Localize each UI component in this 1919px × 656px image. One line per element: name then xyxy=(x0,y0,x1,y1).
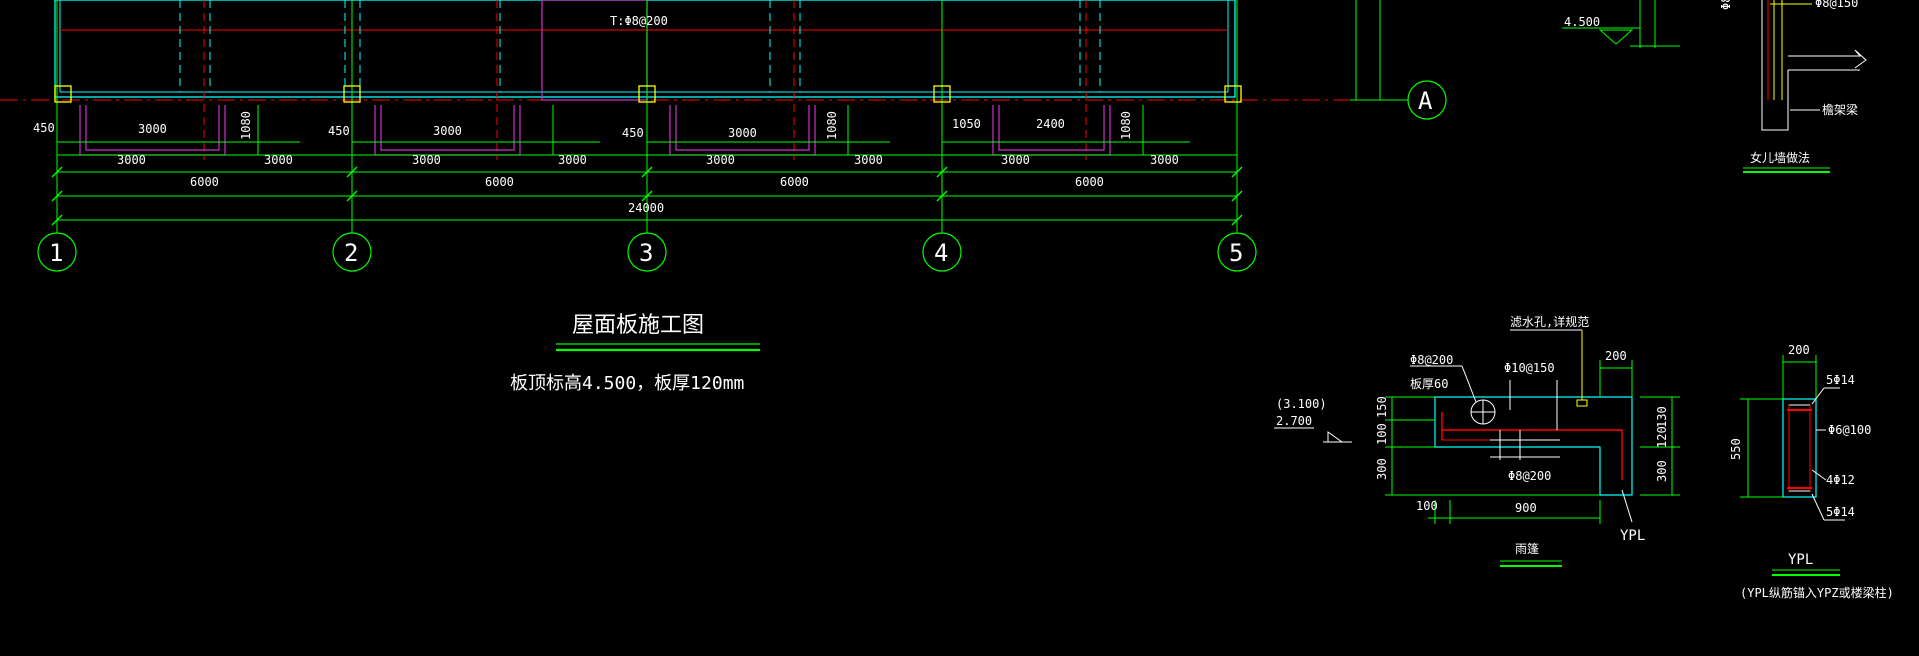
dim-3000: 3000 xyxy=(117,153,146,167)
ypl-height: 550 xyxy=(1729,438,1743,460)
plan-title: 屋面板施工图 xyxy=(572,313,704,338)
dim-1050: 1050 xyxy=(952,117,981,131)
dim-3000: 3000 xyxy=(138,122,167,136)
dim-100: 100 xyxy=(1375,423,1389,445)
dim-1080: 1080 xyxy=(1119,111,1133,140)
total-dim: 24000 xyxy=(628,201,664,215)
ypl-subtitle: (YPL纵筋锚入YPZ或楼梁柱) xyxy=(1740,585,1894,600)
rebar-label-2: Φ10@150 xyxy=(1504,361,1555,375)
dim-3000: 3000 xyxy=(264,153,293,167)
rebar-label-1: Φ8@200 xyxy=(1410,353,1453,367)
dim-2400: 2400 xyxy=(1036,117,1065,131)
dim-150: 150 xyxy=(1375,396,1389,418)
dim-900: 900 xyxy=(1515,501,1537,515)
slab-thickness: 板厚60 xyxy=(1410,377,1448,391)
ypl-dim-200: 200 xyxy=(1788,343,1810,357)
dim-300: 300 xyxy=(1375,458,1389,480)
dim-3000: 3000 xyxy=(433,124,462,138)
bay-dim: 6000 xyxy=(190,175,219,189)
dim-3000: 3000 xyxy=(728,126,757,140)
dim-120: 120 xyxy=(1655,426,1669,448)
axis-label: 1 xyxy=(49,239,63,267)
plan-note: 板顶标高4.500，板厚120mm xyxy=(510,373,744,394)
dim-450: 450 xyxy=(33,121,55,135)
ypl-mid-bars: 4Φ12 xyxy=(1826,473,1855,487)
roof-slab-plan: T:Φ8@200 xyxy=(0,0,1420,240)
parapet-elevation: 4.500 xyxy=(1564,15,1600,29)
slab-rebar-note: T:Φ8@200 xyxy=(610,14,668,28)
dim-300-right: 300 xyxy=(1655,460,1669,482)
bay-dim: 6000 xyxy=(485,175,514,189)
parapet-detail: 4.500 Φ8@150 Φ8 檐架梁 女儿墙做法 xyxy=(1562,0,1867,173)
dim-3000: 3000 xyxy=(706,153,735,167)
ypl-top-bars: 5Φ14 xyxy=(1826,373,1855,387)
parapet-rebar-mark: Φ8 xyxy=(1719,0,1733,10)
axis-label: 5 xyxy=(1229,239,1243,267)
dim-1080: 1080 xyxy=(825,111,839,140)
dim-3000: 3000 xyxy=(1150,153,1179,167)
dimension-chains: 450 3000 1080 450 3000 450 3000 1080 105… xyxy=(33,105,1243,226)
dim-3000: 3000 xyxy=(558,153,587,167)
ypl-title: YPL xyxy=(1788,552,1813,568)
ypl-callout: YPL xyxy=(1620,528,1645,544)
bay-dim: 6000 xyxy=(1075,175,1104,189)
elevation-a: (3.100) xyxy=(1276,397,1327,411)
dim-100-bottom: 100 xyxy=(1416,499,1438,513)
elevation-b: 2.700 xyxy=(1276,414,1312,428)
axis-label: 4 xyxy=(934,239,948,267)
axis-label-a: A xyxy=(1418,87,1433,115)
ypl-bottom-bars: 5Φ14 xyxy=(1826,505,1855,519)
axis-label: 2 xyxy=(344,239,358,267)
dim-130: 130 xyxy=(1655,406,1669,428)
ypl-stirrup: Φ6@100 xyxy=(1828,423,1871,437)
parapet-rebar-top: Φ8@150 xyxy=(1815,0,1858,10)
dim-3000: 3000 xyxy=(854,153,883,167)
dim-200: 200 xyxy=(1605,349,1627,363)
parapet-title: 女儿墙做法 xyxy=(1750,150,1810,165)
dim-450: 450 xyxy=(328,124,350,138)
dim-1080: 1080 xyxy=(239,111,253,140)
axis-bubbles: 1 2 3 4 5 A xyxy=(37,0,1447,272)
parapet-beam-note: 檐架梁 xyxy=(1822,102,1858,117)
ypl-beam-detail: 200 5Φ14 Φ6@100 4Φ12 5Φ14 550 YPL (YPL纵筋… xyxy=(1729,343,1894,600)
bay-dim: 6000 xyxy=(780,175,809,189)
drain-label: 滤水孔,详规范 xyxy=(1510,314,1589,329)
rebar-label-3: Φ8@200 xyxy=(1508,469,1551,483)
dim-3000: 3000 xyxy=(1001,153,1030,167)
axis-label: 3 xyxy=(639,239,653,267)
canopy-section-detail: 滤水孔,详规范 Φ8@200 板厚60 Φ10@150 Φ8@200 200 (… xyxy=(1274,314,1680,567)
section-title: 雨篷 xyxy=(1515,541,1539,556)
dim-450: 450 xyxy=(622,126,644,140)
plan-title-block: 屋面板施工图 板顶标高4.500，板厚120mm xyxy=(510,313,760,394)
dim-3000: 3000 xyxy=(412,153,441,167)
